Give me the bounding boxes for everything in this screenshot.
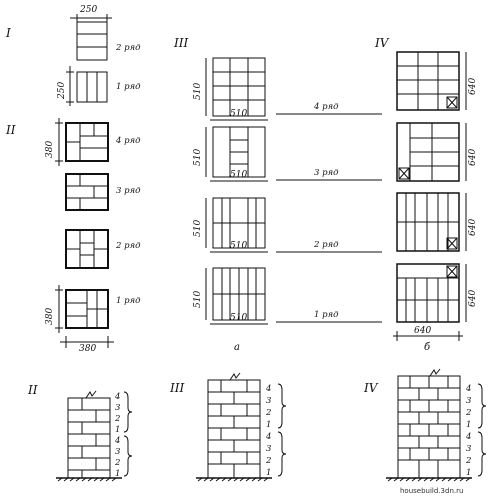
pillar-380-bottom-dim: [60, 336, 114, 348]
pillar-640-row4: [396, 51, 460, 111]
row-label-3-leader: 3 ряд: [314, 168, 339, 178]
section-label-I: I: [6, 26, 11, 40]
course-number: 3: [466, 444, 472, 454]
course-number: 3: [266, 444, 272, 454]
pillar-250-row1: [76, 71, 108, 103]
course-number: 1: [115, 469, 121, 479]
dim-510-side-row1: 510: [193, 290, 203, 308]
course-number: 3: [466, 396, 472, 406]
course-number: 2: [115, 414, 121, 424]
pillar-250-top-dimension: [70, 14, 112, 22]
subfigure-label-b: б: [424, 342, 431, 353]
pillar-250-side-dimension: [66, 66, 74, 106]
row-label-4-pillar-380: 4 ряд: [116, 136, 141, 146]
dim-510-bottom-row2: 510: [230, 241, 248, 251]
dim-510-side-row4: 510: [193, 82, 203, 100]
dim-640-side-row1: 640: [468, 289, 478, 307]
course-number: 2: [266, 408, 272, 418]
dim-380-bottom: 380: [79, 344, 97, 354]
elevation-380: [56, 390, 122, 482]
course-number: 1: [466, 468, 472, 478]
pillar-510-dimension-lines: [205, 58, 268, 325]
dim-380-side-top: 380: [45, 140, 55, 158]
course-number: 1: [115, 425, 121, 435]
row-label-2-pillar-250: 2 ряд: [116, 43, 141, 53]
course-number: 4: [266, 384, 272, 394]
course-number: 3: [115, 403, 121, 413]
elevation-380-braces: [123, 391, 133, 477]
section-label-III: III: [174, 36, 189, 50]
dim-510-bottom-row4: 510: [230, 109, 248, 119]
dim-640-bottom: 640: [414, 326, 432, 336]
course-number: 1: [266, 468, 272, 478]
pillar-510-row2: [212, 197, 266, 249]
row-label-4-leader: 4 ряд: [314, 102, 339, 112]
pillar-380-side-dim-bottom: [55, 285, 63, 333]
course-number: 4: [466, 384, 472, 394]
course-number: 2: [466, 408, 472, 418]
dim-510-bottom-row3: 510: [230, 170, 248, 180]
pillar-380-row4: [65, 122, 109, 162]
watermark: housebuild.3dn.ru: [400, 487, 464, 495]
pillar-380-side-dim-top: [55, 118, 63, 166]
subfigure-label-a: а: [234, 342, 240, 353]
section-label-IV-elevation: IV: [364, 381, 378, 395]
section-label-II-elevation: II: [28, 383, 38, 397]
pillar-380-row2: [65, 229, 109, 269]
row-label-2-pillar-380: 2 ряд: [116, 241, 141, 251]
course-number: 3: [266, 396, 272, 406]
course-number: 4: [266, 432, 272, 442]
row-leader-lines: [276, 113, 382, 323]
course-number: 4: [466, 432, 472, 442]
dim-640-side-row2: 640: [468, 218, 478, 236]
course-number: 2: [115, 458, 121, 468]
elevation-640: [386, 368, 472, 482]
pillar-510-row3: [212, 126, 266, 178]
course-number: 4: [115, 392, 121, 402]
pillar-640-row2: [396, 192, 460, 252]
pillar-380-row3: [65, 173, 109, 211]
pillar-510-row4: [212, 57, 266, 117]
row-label-1-pillar-380: 1 ряд: [116, 296, 141, 306]
row-label-3-pillar-380: 3 ряд: [116, 186, 141, 196]
course-number: 1: [266, 420, 272, 430]
row-label-1-pillar-250: 1 ряд: [116, 82, 141, 92]
course-number: 1: [466, 420, 472, 430]
row-label-1-leader: 1 ряд: [314, 310, 339, 320]
dim-510-side-row2: 510: [193, 219, 203, 237]
pillar-510-row1: [212, 267, 266, 321]
dim-640-side-row3: 640: [468, 148, 478, 166]
dim-510-side-row3: 510: [193, 148, 203, 166]
dim-250-top: 250: [80, 5, 98, 15]
course-number: 2: [266, 456, 272, 466]
course-number: 3: [115, 447, 121, 457]
dim-510-bottom-row1: 510: [230, 313, 248, 323]
section-label-IV: IV: [375, 36, 389, 50]
dim-380-side-bottom: 380: [45, 307, 55, 325]
pillar-380-row1: [65, 289, 109, 329]
section-label-II: II: [6, 123, 16, 137]
course-number: 2: [466, 456, 472, 466]
dim-250-side: 250: [57, 81, 67, 99]
row-label-2-leader: 2 ряд: [314, 240, 339, 250]
pillar-640-row3: [396, 122, 460, 182]
elevation-510-braces: [277, 383, 287, 477]
pillar-250-row2: [76, 21, 108, 61]
pillar-640-row1: [396, 263, 460, 323]
elevation-510: [196, 372, 272, 482]
course-number: 4: [115, 436, 121, 446]
elevation-640-braces: [477, 383, 487, 477]
dim-640-side-row4: 640: [468, 77, 478, 95]
section-label-III-elevation: III: [170, 381, 185, 395]
pillar-640-dimension-lines: [393, 52, 467, 341]
